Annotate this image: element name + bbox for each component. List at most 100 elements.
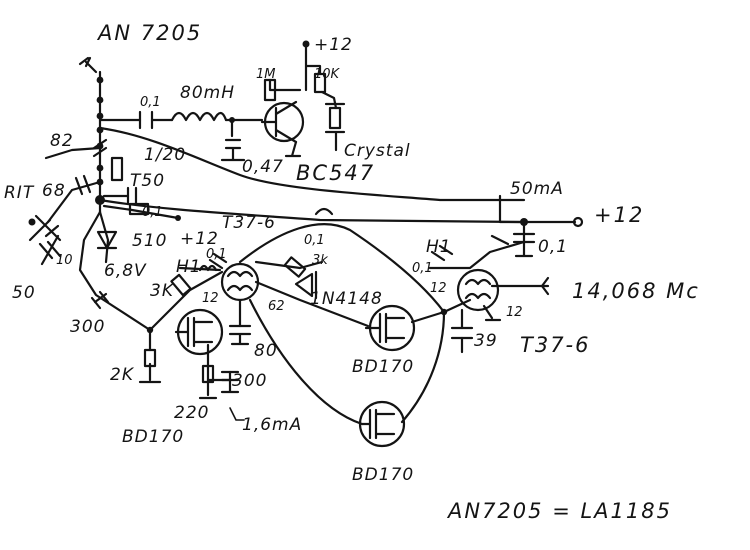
cap-01-left — [126, 186, 138, 206]
t37-top-coil — [314, 207, 334, 216]
inductor-80mh — [170, 111, 228, 122]
label-crystal: Crystal — [344, 141, 411, 161]
label-current-50: 50mA — [510, 179, 564, 199]
wire-fet-bottom-right — [400, 310, 446, 424]
label-c12-mid: 12 — [202, 291, 219, 306]
crystal — [324, 102, 346, 152]
label-plus12-mid: +12 — [180, 229, 219, 249]
cap-01-right — [512, 232, 536, 258]
label-bd170-bottom: BD170 — [352, 465, 414, 485]
coil-t50 — [110, 156, 124, 182]
labels: AN 7205 AN7205 = LA1185 +12 1M 10K 80mH … — [4, 21, 700, 523]
label-t37-right: T37-6 — [520, 333, 591, 357]
label-c10: 10 — [56, 253, 73, 268]
diode-1n4148 — [294, 270, 318, 300]
output-terminal — [540, 276, 550, 296]
cap-39 — [450, 326, 474, 340]
label-cap-01-r2: 0,1 — [412, 261, 433, 276]
zener-6v8 — [96, 230, 118, 250]
ic-pins — [78, 56, 108, 205]
resistor-220 — [201, 364, 215, 384]
label-bd170-mid: BD170 — [352, 357, 414, 377]
toroid-center — [220, 262, 260, 302]
wire-toroid-bottom — [248, 298, 364, 426]
wire-drv-src — [206, 343, 232, 382]
wire-c82 — [44, 146, 102, 160]
wire-diode-right — [428, 240, 526, 270]
label-cap-01-d: 0,1 — [304, 233, 325, 248]
wire-3k-mid — [254, 260, 324, 270]
label-10k: 10K — [314, 67, 341, 82]
label-cap-01-mid: 0,1 — [206, 247, 227, 262]
label-supply-top: +12 — [314, 35, 353, 55]
cap-10 — [38, 234, 62, 266]
wire-long-top — [98, 126, 526, 202]
wire-toroid-mid — [254, 280, 370, 328]
coil-h1-right — [430, 244, 454, 262]
wire-supply-top — [304, 42, 322, 92]
label-c39: 39 — [474, 331, 498, 351]
wire-1m-10k — [268, 78, 302, 92]
label-t50: T50 — [130, 171, 165, 191]
label-current-16: 1,6mA — [242, 415, 302, 435]
label-t37-top: T37-6 — [222, 213, 276, 233]
label-frequency: 14,068 Mc — [572, 279, 700, 303]
label-c50: 50 — [12, 283, 36, 303]
label-c300-bottom: 300 — [232, 371, 267, 391]
supply-terminal-top — [302, 40, 310, 48]
cap-047 — [220, 138, 246, 162]
cap-300-left — [90, 290, 110, 310]
label-510: 510 — [132, 231, 167, 251]
label-bd170-left: BD170 — [122, 427, 184, 447]
supply-terminal-right — [572, 216, 584, 228]
label-pin-n: 1/20 — [144, 145, 186, 165]
label-3k-right: 3k — [312, 253, 328, 268]
label-cap-01-right: 0,1 — [538, 237, 568, 257]
rit-control — [28, 214, 62, 242]
resistor-1m — [263, 78, 277, 102]
wire-300-cap — [93, 292, 108, 304]
label-c80: 80 — [254, 341, 278, 361]
label-h1-right: H1 — [426, 237, 452, 257]
footer-note: AN7205 = LA1185 — [446, 499, 672, 523]
diagram-title: AN 7205 — [96, 21, 202, 45]
cap-80 — [228, 324, 252, 346]
cap-68 — [74, 174, 92, 196]
label-c62: 62 — [268, 299, 285, 314]
resistor-10k — [313, 72, 327, 94]
label-c300-left: 300 — [70, 317, 105, 337]
label-c82: 82 — [50, 131, 74, 151]
wire-toroid-top — [238, 223, 446, 314]
label-3k-left: 3K — [150, 281, 175, 301]
fet-bd170-bottom — [358, 400, 406, 448]
toroid-right — [456, 268, 502, 322]
resistor-510 — [128, 202, 150, 216]
label-zener: 6,8V — [104, 261, 147, 281]
label-bc547: BC547 — [296, 161, 375, 185]
wire-zener — [98, 210, 110, 264]
label-diode: 1N4148 — [310, 289, 383, 309]
cap-01-mid — [208, 252, 228, 270]
fet-bd170-left — [174, 308, 224, 356]
cap-01-top — [138, 110, 154, 130]
transistor-bc547 — [260, 100, 305, 158]
label-rit: RIT — [4, 183, 35, 203]
label-cap-01-left: 0,1 — [142, 205, 163, 220]
label-h1-left: H1 — [176, 257, 202, 277]
resistor-3k-right — [283, 256, 307, 278]
label-c68: 68 — [42, 181, 66, 201]
cap-300-bottom — [220, 370, 240, 394]
resistor-3k-left — [170, 273, 192, 297]
wire-10k-crystal — [320, 90, 338, 110]
label-supply-right: +12 — [594, 203, 644, 227]
wire-t37-top — [98, 198, 522, 224]
label-1m: 1M — [256, 67, 276, 82]
wire-rit — [46, 180, 102, 224]
fet-bd170-mid — [364, 304, 416, 352]
label-cap-047: 0,47 — [242, 157, 284, 177]
label-c12-right: 12 — [430, 281, 447, 296]
label-c12-out: 12 — [506, 305, 523, 320]
label-220: 220 — [174, 403, 209, 423]
wire-left-bottom — [78, 210, 152, 332]
